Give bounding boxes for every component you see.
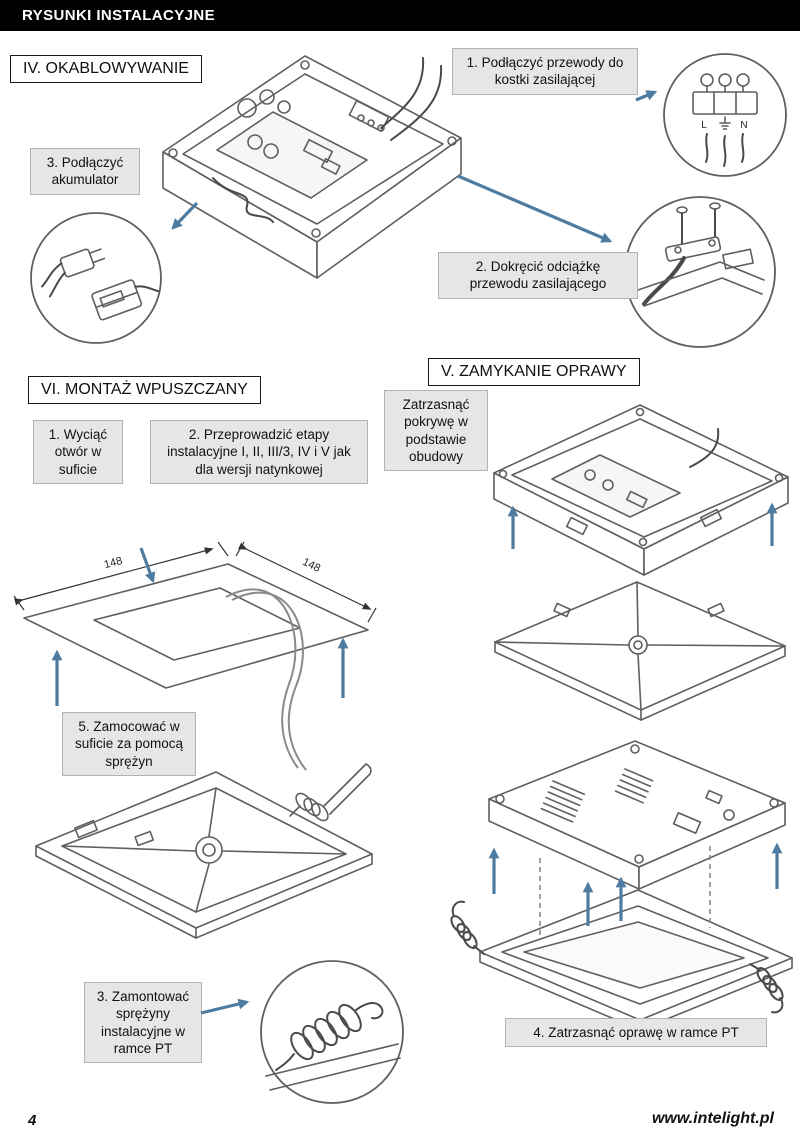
- cable-gland-detail: [624, 196, 776, 348]
- callout-closing-note: Zatrzasnąć pokrywę w podstawie obudowy: [384, 390, 488, 472]
- terminal-block-detail: L N: [663, 53, 787, 177]
- callout-wiring-step2: 2. Dokręcić odciążkę przewodu zasilające…: [438, 252, 638, 299]
- fixture-body-drawing: [488, 740, 786, 890]
- ceiling-cutout-drawing: 148 148: [13, 541, 377, 689]
- page-header: RYSUNKI INSTALACYJNE: [0, 0, 800, 31]
- vent-slots: [540, 780, 586, 823]
- callout-recessed-step1: 1. Wyciąć otwór w suficie: [33, 420, 123, 484]
- dim-width-label: 148: [103, 555, 124, 571]
- battery-connector-detail: [30, 212, 162, 344]
- recessed-frame-drawing: [35, 763, 373, 939]
- earth-symbol-icon: [719, 116, 731, 130]
- closing-base-drawing: [493, 404, 789, 576]
- callout-recessed-step4: 4. Zatrzasnąć oprawę w ramce PT: [505, 1018, 767, 1048]
- terminal-label-n: N: [740, 120, 747, 131]
- spring-left: [450, 900, 485, 955]
- dim-depth-label: 148: [300, 556, 322, 575]
- mounting-spring: [289, 763, 372, 822]
- spring-right: [749, 963, 784, 1014]
- arrow-step3-to-spring: [200, 998, 250, 1015]
- arrow-enclosure-to-gland: [457, 174, 613, 243]
- pt-frame-drawing: [450, 889, 793, 1031]
- section-title-recessed: VI. MONTAŻ WPUSZCZANY: [28, 376, 261, 404]
- spring-detail: [260, 960, 404, 1104]
- vent-slots-2: [614, 768, 654, 804]
- callout-wiring-step3: 3. Podłączyć akumulator: [30, 148, 140, 195]
- section-title-closing: V. ZAMYKANIE OPRAWY: [428, 358, 640, 386]
- website-url: www.intelight.pl: [651, 1110, 774, 1127]
- callout-recessed-step5: 5. Zamocować w suficie za pomocą sprężyn: [62, 712, 196, 776]
- callout-recessed-step2: 2. Przeprowadzić etapy instalacyjne I, I…: [150, 420, 368, 484]
- terminal-label-l: L: [701, 120, 707, 131]
- connector-socket: [91, 279, 160, 321]
- arrow-step1-to-terminal: [635, 90, 658, 102]
- enclosure-wiring-drawing: [162, 55, 462, 279]
- section-title-wiring: IV. OKABLOWYWANIE: [10, 55, 202, 83]
- callout-wiring-step1: 1. Podłączyć przewody do kostki zasilają…: [452, 48, 638, 95]
- callout-recessed-step3: 3. Zamontować sprężyny instalacyjne w ra…: [84, 982, 202, 1064]
- closing-cover-drawing: [494, 581, 786, 721]
- page-number: 4: [28, 1112, 37, 1129]
- connector-plug: [41, 248, 106, 298]
